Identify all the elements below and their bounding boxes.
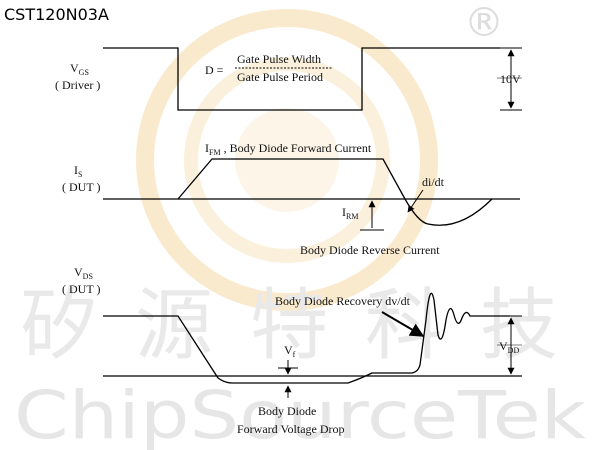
watermark-char: 矽 — [20, 281, 98, 371]
didt-label: di/dt — [422, 175, 445, 189]
page-title: CST120N03A — [4, 5, 109, 24]
ifm-label: IFM , Body Diode Forward Current — [205, 141, 372, 157]
is-section: IS ( DUT ) IFM , Body Diode Forward Curr… — [62, 141, 520, 257]
reverse-current-label: Body Diode Reverse Current — [300, 243, 440, 257]
vgs-section: VGS ( Driver ) D = Gate Pulse Width Gate… — [55, 47, 522, 111]
is-label: IS — [74, 163, 82, 179]
vdd-label: VDD — [499, 339, 519, 355]
vgs-voltage-label: 10V — [500, 72, 521, 86]
forward-drop-line1: Body Diode — [258, 404, 316, 418]
didt-arrow — [407, 189, 424, 213]
watermark-logo — [136, 9, 438, 311]
is-waveform — [177, 158, 493, 226]
duty-cycle-prefix: D = — [205, 63, 224, 77]
forward-drop-line2: Forward Voltage Drop — [237, 422, 345, 436]
vf-label: Vf — [284, 343, 296, 359]
irm-label: IRM — [342, 205, 358, 221]
watermark-char: 特 — [250, 281, 328, 371]
watermark-char: 技 — [480, 281, 558, 371]
is-caption: ( DUT ) — [62, 180, 100, 194]
registered-mark: ® — [464, 0, 504, 46]
watermark-english: ChipSourceTek — [14, 377, 587, 450]
vds-caption: ( DUT ) — [62, 282, 100, 296]
watermark-chinese: 矽 源 特 科 技 — [20, 281, 558, 371]
duty-cycle-numerator: Gate Pulse Width — [237, 52, 321, 66]
watermark-char: 源 — [135, 281, 213, 371]
duty-cycle-denominator: Gate Pulse Period — [237, 70, 323, 84]
vds-section: VDS ( DUT ) Body Diode Recovery dv/dt Vf… — [62, 265, 522, 436]
vds-label: VDS — [74, 265, 93, 281]
vgs-caption: ( Driver ) — [55, 78, 100, 92]
vgs-waveform — [103, 47, 500, 111]
vds-waveform — [103, 292, 510, 384]
vgs-label: VGS — [70, 61, 89, 77]
recovery-label: Body Diode Recovery dv/dt — [275, 294, 411, 308]
recovery-arrow — [381, 311, 425, 337]
